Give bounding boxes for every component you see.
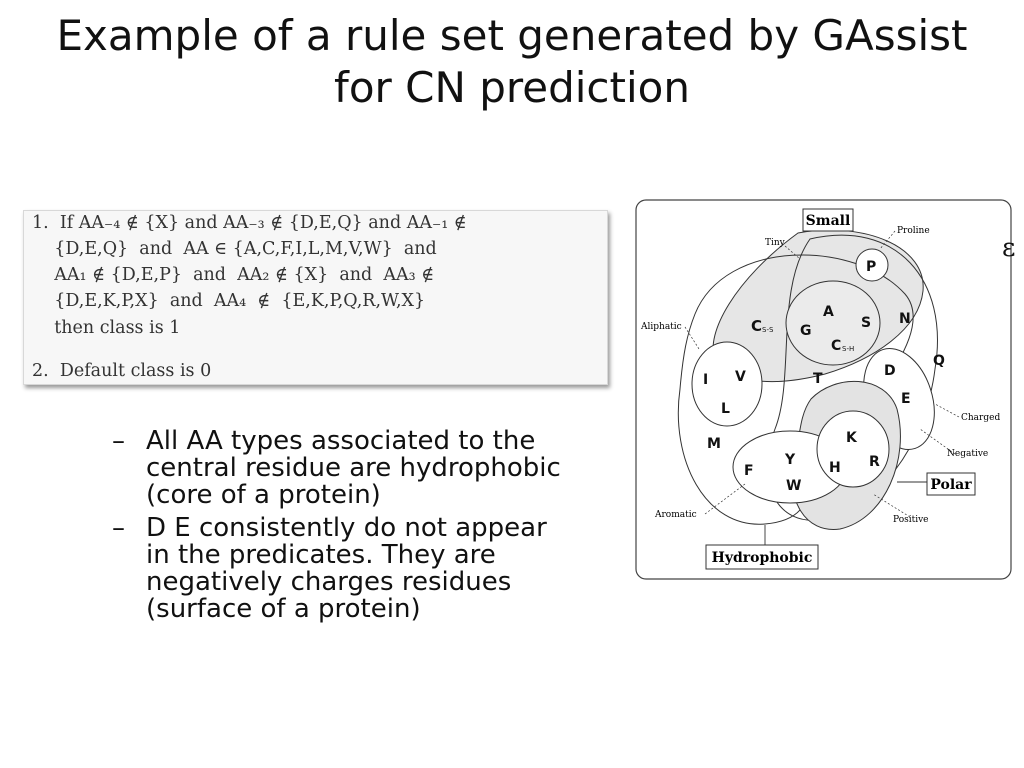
hydrophobic-label-box bbox=[705, 544, 819, 570]
bullet-dash: – bbox=[112, 513, 125, 543]
residue-Q: Q bbox=[933, 353, 945, 369]
residue-N: N bbox=[899, 311, 911, 327]
rule-1-line-2: {D,E,Q} and AA ∈ {A,C,F,I,L,M,V,W} and bbox=[32, 239, 437, 259]
aromatic-label: Aromatic bbox=[654, 510, 697, 520]
title-line-1: Example of a rule set generated by GAssi… bbox=[56, 11, 968, 60]
residue-W: W bbox=[786, 478, 801, 494]
proline-label: Proline bbox=[897, 226, 930, 236]
rule-1-line-4: {D,E,K,P,X} and AA₄ ∉ {E,K,P,Q,R,W,X} bbox=[32, 291, 426, 311]
leader-lines bbox=[684, 230, 960, 518]
rule-1-line-3: AA₁ ∉ {D,E,P} and AA₂ ∉ {X} and AA₃ ∉ bbox=[32, 265, 435, 285]
residue-Y: Y bbox=[784, 452, 796, 468]
title-line-2: for CN prediction bbox=[334, 63, 690, 112]
bullet-text: All AA types associated to the central r… bbox=[146, 426, 561, 510]
rule-set-image: 1. If AA₋₄ ∉ {X} and AA₋₃ ∉ {D,E,Q} and … bbox=[23, 210, 608, 385]
positive-label: Positive bbox=[893, 515, 929, 525]
rule-2: 2. Default class is 0 bbox=[32, 361, 212, 381]
residue-S: S bbox=[861, 315, 871, 331]
residue-F: F bbox=[744, 463, 754, 479]
rule-1-line-5: then class is 1 bbox=[32, 318, 181, 338]
residue-D: D bbox=[884, 363, 896, 379]
charged-label: Charged bbox=[961, 413, 1000, 423]
bullet-text: D E consistently do not appear in the pr… bbox=[146, 513, 547, 624]
slide-title: Example of a rule set generated by GAssi… bbox=[0, 10, 1024, 114]
residue-C-ss-subscript: S-S bbox=[762, 326, 774, 334]
bullet-item-1: – All AA types associated to the central… bbox=[112, 428, 572, 509]
epsilon-symbol: ε bbox=[1002, 233, 1016, 263]
residue-G: G bbox=[800, 323, 812, 339]
rule-1-line-1: 1. If AA₋₄ ∉ {X} and AA₋₃ ∉ {D,E,Q} and … bbox=[32, 213, 467, 233]
bullet-list: – All AA types associated to the central… bbox=[112, 428, 572, 629]
aliphatic-label: Aliphatic bbox=[640, 322, 682, 332]
negative-label: Negative bbox=[947, 449, 988, 459]
bullet-item-2: – D E consistently do not appear in the … bbox=[112, 515, 572, 623]
polar-label: Polar bbox=[930, 477, 972, 493]
residue-I: I bbox=[703, 372, 708, 388]
residue-C-sh: C bbox=[831, 338, 841, 354]
residue-L: L bbox=[721, 401, 730, 417]
amino-acid-venn-diagram: Small Polar Hydrophobic Tiny Proline Ali… bbox=[635, 199, 1012, 580]
residue-R: R bbox=[869, 454, 880, 470]
box-connectors bbox=[764, 481, 927, 545]
residue-E: E bbox=[901, 391, 911, 407]
residue-T: T bbox=[813, 371, 823, 387]
residue-V: V bbox=[735, 369, 746, 385]
residue-P: P bbox=[866, 259, 876, 275]
polar-label-box bbox=[926, 472, 976, 496]
residue-C-ss: C bbox=[751, 317, 762, 335]
residue-M: M bbox=[707, 436, 721, 452]
set-annotations: Tiny Proline Aliphatic Charged Negative … bbox=[640, 226, 1000, 525]
small-label-box bbox=[802, 208, 854, 232]
hydrophobic-label: Hydrophobic bbox=[712, 550, 813, 566]
residue-H: H bbox=[829, 460, 841, 476]
residue-C-sh-subscript: S-H bbox=[842, 345, 854, 353]
k-h-r-region bbox=[816, 410, 890, 488]
proline-set-region bbox=[855, 248, 889, 282]
residue-letters: P A S N G C S-S C S-H Q I V L T D E K R … bbox=[703, 259, 945, 494]
tiny-label: Tiny bbox=[765, 238, 786, 248]
residue-A: A bbox=[823, 304, 834, 320]
aliphatic-set-region bbox=[691, 341, 763, 427]
bullet-dash: – bbox=[112, 426, 125, 456]
tiny-set-region bbox=[785, 280, 881, 366]
residue-K: K bbox=[846, 430, 858, 446]
small-label: Small bbox=[806, 213, 851, 229]
